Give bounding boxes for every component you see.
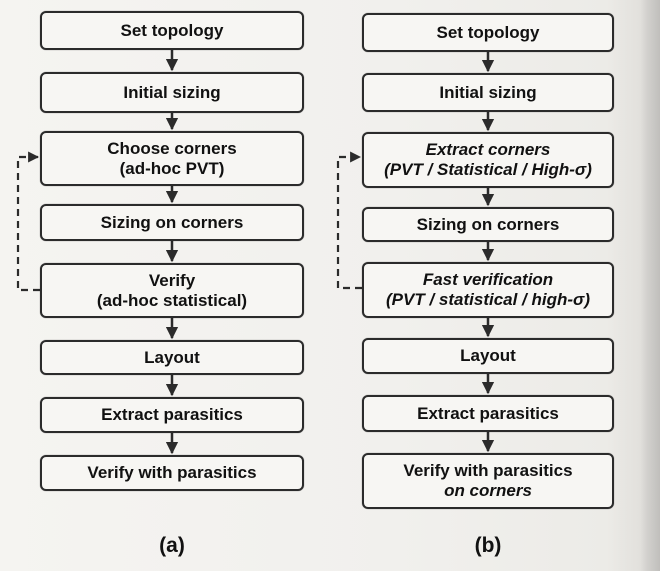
step-b-set-topology-label: Set topology xyxy=(436,22,540,42)
step-a-verify: Verify (ad-hoc statistical) xyxy=(40,263,304,318)
step-a-choose-corners-label: Choose corners xyxy=(107,138,237,158)
step-b-extract-corners-sub: (PVT / Statistical / High-σ) xyxy=(384,160,592,179)
step-b-fast-verification-label: Fast verification xyxy=(422,270,554,289)
step-a-set-topology: Set topology xyxy=(40,11,304,50)
step-a-verify-with-parasitics-label: Verify with parasitics xyxy=(87,463,257,482)
panel-b-feedback-loop xyxy=(336,151,362,290)
step-b-fast-verification: Fast verification (PVT / statistical / h… xyxy=(362,262,614,318)
feedback-loop-b xyxy=(336,151,362,290)
panel-b-label: (b) xyxy=(474,534,502,557)
step-a-initial-sizing: Initial sizing xyxy=(40,72,304,113)
step-a-layout: Layout xyxy=(40,340,304,375)
step-a-set-topology-label: Set topology xyxy=(120,20,224,40)
panel-a-feedback-loop xyxy=(16,151,40,292)
step-b-sizing-on-corners-label: Sizing on corners xyxy=(416,214,560,234)
step-b-layout-label: Layout xyxy=(460,346,516,365)
step-b-verify-with-parasitics-label: Verify with parasitics xyxy=(403,461,573,480)
step-b-extract-parasitics: Extract parasitics xyxy=(362,395,614,432)
step-a-choose-corners: Choose corners (ad-hoc PVT) xyxy=(40,131,304,186)
step-b-extract-corners: Extract corners (PVT / Statistical / Hig… xyxy=(362,132,614,188)
feedback-loop-a xyxy=(16,151,40,292)
step-b-layout: Layout xyxy=(362,338,614,374)
step-a-choose-corners-sub: (ad-hoc PVT) xyxy=(119,158,225,178)
step-a-verify-with-parasitics: Verify with parasitics xyxy=(40,455,304,491)
step-a-sizing-on-corners: Sizing on corners xyxy=(40,204,304,241)
step-a-initial-sizing-label: Initial sizing xyxy=(123,82,221,102)
step-a-sizing-on-corners-label: Sizing on corners xyxy=(100,212,244,232)
step-b-set-topology: Set topology xyxy=(362,13,614,52)
step-b-initial-sizing-label: Initial sizing xyxy=(439,82,537,102)
step-b-fast-verification-sub: (PVT / statistical / high-σ) xyxy=(386,290,590,309)
step-b-initial-sizing: Initial sizing xyxy=(362,73,614,112)
step-a-verify-sub: (ad-hoc statistical) xyxy=(96,290,248,310)
step-b-verify-with-parasitics-sub: on corners xyxy=(444,481,532,500)
step-a-verify-label: Verify xyxy=(148,270,196,290)
page-edge-shadow xyxy=(640,0,660,571)
step-b-verify-with-parasitics: Verify with parasitics on corners xyxy=(362,453,614,509)
step-b-extract-parasitics-label: Extract parasitics xyxy=(417,403,559,423)
step-b-extract-corners-label: Extract corners xyxy=(425,140,551,159)
step-b-sizing-on-corners: Sizing on corners xyxy=(362,207,614,242)
step-a-layout-label: Layout xyxy=(144,347,200,367)
step-a-extract-parasitics-label: Extract parasitics xyxy=(101,405,243,424)
step-a-extract-parasitics: Extract parasitics xyxy=(40,397,304,433)
panel-a-label: (a) xyxy=(159,534,185,557)
